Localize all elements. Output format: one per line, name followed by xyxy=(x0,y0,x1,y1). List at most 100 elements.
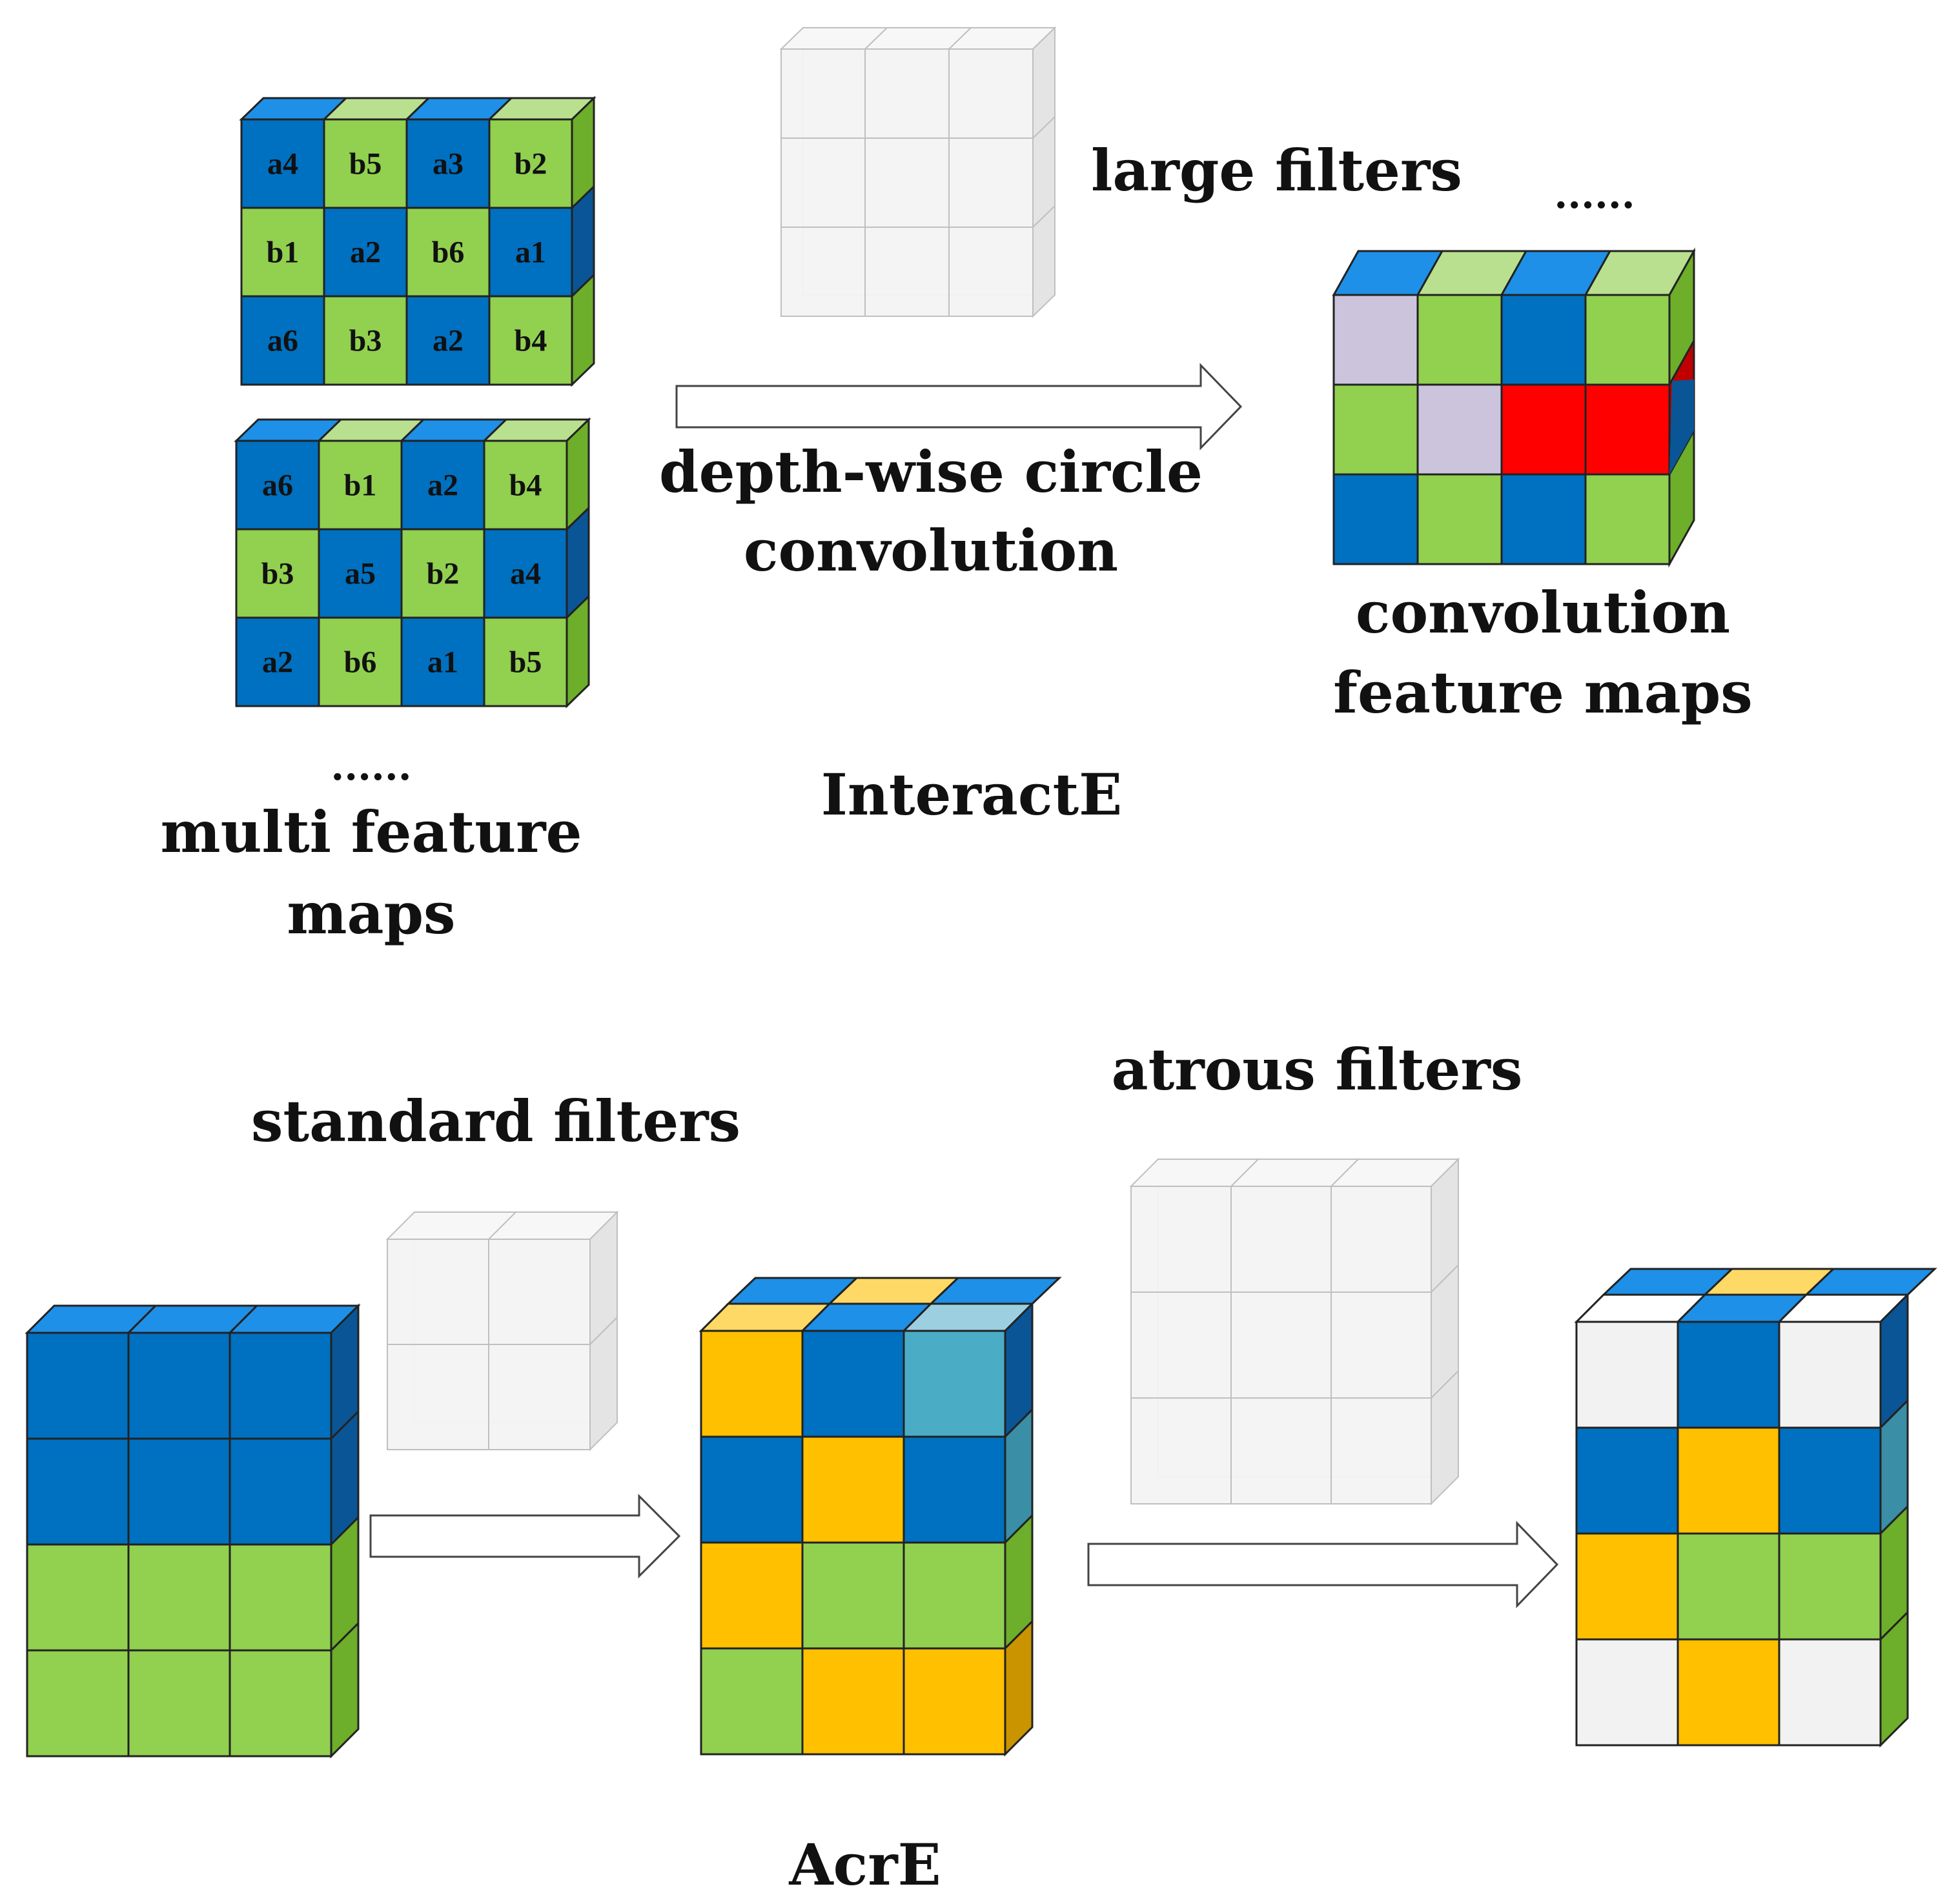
atrous-convolution-arrow xyxy=(1087,1521,1559,1608)
acre-middle-cell xyxy=(700,1330,804,1438)
feature-map-2-cell xyxy=(483,616,568,707)
acre-title: AcrE xyxy=(788,1831,941,1898)
atrous-filter-cube xyxy=(1129,1157,1460,1506)
standard-filter-cell xyxy=(387,1344,489,1450)
large-filters-label: large filters xyxy=(1091,137,1462,204)
atrous-filter-cell xyxy=(1130,1397,1232,1504)
large-filter-cube xyxy=(779,26,1057,318)
standard-filter-cube xyxy=(385,1210,619,1452)
feature-map-1-cell xyxy=(323,207,408,298)
acre-middle-cell xyxy=(801,1435,905,1544)
large-filter-cell xyxy=(948,137,1034,228)
atrous-filter-cell xyxy=(1130,1291,1232,1399)
feature-map-1-cell-label: a2 xyxy=(350,236,381,270)
standard-filter-edge xyxy=(589,1317,618,1345)
large-filter-cell xyxy=(948,227,1034,317)
acre-section: standard filters atrous filters AcrE xyxy=(25,1036,1937,1898)
acre-middle-cell xyxy=(801,1330,905,1438)
standard-filter-cell xyxy=(387,1239,489,1345)
conv-output-cell xyxy=(1332,294,1419,386)
feature-map-1-cell xyxy=(240,207,325,298)
feature-map-2-cell-label: b2 xyxy=(427,557,460,591)
conv-output-cell xyxy=(1416,383,1503,476)
feature-map-2-cell-label: a5 xyxy=(345,557,376,591)
feature-map-2-cell xyxy=(483,528,568,619)
atrous-filter-edge xyxy=(1230,1159,1259,1187)
conv-output-cell xyxy=(1500,294,1587,386)
input-feature-cube xyxy=(25,1303,361,1759)
atrous-filter-top xyxy=(1129,1159,1460,1187)
large-filter-edge xyxy=(948,27,972,50)
acre-input-cell xyxy=(26,1649,130,1757)
arrow-label-line2: convolution xyxy=(744,517,1118,584)
large-filter-cell xyxy=(864,137,950,228)
atrous-filter-cell xyxy=(1331,1291,1432,1399)
acre-output-cell xyxy=(1778,1426,1882,1535)
acre-middle-cell xyxy=(700,1647,804,1756)
feature-map-1-cell xyxy=(488,295,573,386)
feature-map-2-cell-label: a1 xyxy=(427,645,458,680)
feature-map-1-cell-label: a4 xyxy=(267,147,298,181)
acre-middle-cell xyxy=(903,1435,1006,1544)
acre-input-cell xyxy=(26,1543,130,1652)
feature-map-1-cell xyxy=(405,207,491,298)
feature-map-2-cell-label: b5 xyxy=(509,645,542,680)
conv-output-side-back xyxy=(1669,380,1694,474)
acre-output-cell xyxy=(1575,1426,1679,1535)
convolution-feature-maps-label-line1: convolution xyxy=(1356,579,1730,646)
atrous-filter-cell xyxy=(1331,1397,1432,1504)
large-filter-top xyxy=(779,27,1057,50)
feature-map-1-cell xyxy=(488,207,573,298)
output-feature-cube xyxy=(1574,1268,1937,1748)
feature-map-2-cell-label: a4 xyxy=(510,557,541,591)
conv-output-cell xyxy=(1584,383,1671,476)
atrous-filter-cell xyxy=(1230,1397,1332,1504)
acre-output-cell xyxy=(1677,1426,1780,1535)
acre-middle-cell xyxy=(801,1541,905,1650)
feature-map-2-cell-label: b6 xyxy=(344,645,377,680)
feature-map-1-cell-label: a2 xyxy=(433,324,464,358)
acre-middle-cell xyxy=(801,1647,905,1756)
acre-output-cell xyxy=(1575,1321,1679,1429)
feature-map-1-cell-label: a1 xyxy=(515,236,546,270)
acre-input-cell xyxy=(229,1649,332,1757)
feature-map-1-cell-label: a6 xyxy=(267,324,298,358)
acre-input-cell xyxy=(127,1543,231,1652)
acre-output-cell xyxy=(1575,1532,1679,1641)
acre-input-cell xyxy=(229,1437,332,1546)
atrous-filter-cell xyxy=(1230,1291,1332,1399)
standard-filters-label: standard filters xyxy=(251,1088,740,1155)
feature-map-1-cell xyxy=(240,295,325,386)
multi-feature-maps-label-line1: multi feature xyxy=(160,798,582,866)
feature-map-1-cell xyxy=(488,118,573,209)
feature-map-1-cell-label: b2 xyxy=(515,147,547,181)
arrow-label-line1: depth-wise circle xyxy=(659,438,1203,505)
acre-input-cell xyxy=(26,1437,130,1546)
standard-convolution-arrow xyxy=(369,1494,681,1579)
large-filter-cell xyxy=(780,227,866,317)
conv-output-cell xyxy=(1584,294,1671,386)
feature-map-2-cell-label: b4 xyxy=(509,469,542,503)
acre-input-cell xyxy=(229,1332,332,1440)
feature-map-2-cell-label: b3 xyxy=(261,557,294,591)
convolution-feature-map-cube xyxy=(1332,247,1696,568)
conv-output-cell xyxy=(1500,383,1587,476)
acre-output-cell xyxy=(1575,1638,1679,1747)
feature-map-1-cell-label: b6 xyxy=(432,236,465,270)
feature-map-2-cell-label: b1 xyxy=(344,469,377,503)
feature-map-2-cell-label: a2 xyxy=(262,645,293,680)
acre-input-cell xyxy=(229,1543,332,1652)
large-filter-cell xyxy=(948,48,1034,139)
conv-output-cell xyxy=(1332,383,1419,476)
atrous-filters-label: atrous filters xyxy=(1112,1036,1523,1103)
acre-input-cell xyxy=(26,1332,130,1440)
depthwise-circle-convolution-arrow xyxy=(675,363,1243,451)
atrous-filter-edge xyxy=(1331,1159,1359,1187)
conv-output-cell xyxy=(1416,473,1503,565)
feature-map-1-cell xyxy=(240,118,325,209)
feature-map-2-cell xyxy=(235,616,320,707)
acre-output-cell xyxy=(1677,1532,1780,1641)
